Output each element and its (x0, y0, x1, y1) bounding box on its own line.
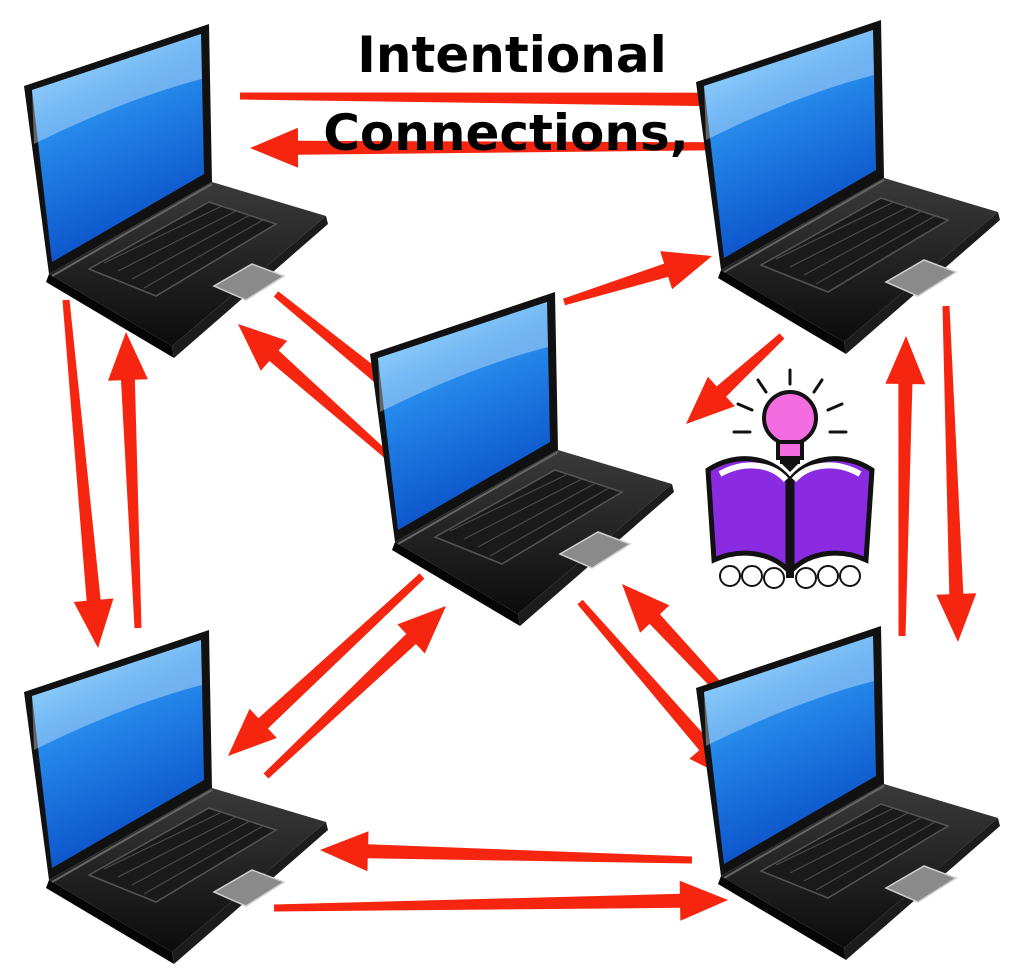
arrow-laptop-top-right-to-laptop-bottom-right (936, 305, 977, 642)
laptop-icon (369, 291, 675, 627)
arrow-laptop-top-right-to-laptop-center (686, 333, 785, 424)
title-line-1: Intentional (357, 26, 666, 84)
arrow-laptop-center-to-laptop-top-right (563, 251, 712, 306)
arrow-laptop-center-to-laptop-bottom-right (577, 599, 736, 782)
arrow-laptop-bottom-left-to-laptop-center (263, 606, 446, 779)
arrow-laptop-top-left-to-laptop-bottom-left (62, 299, 114, 648)
arrow-laptop-bottom-left-to-laptop-bottom-right (273, 880, 728, 921)
laptop-icon (23, 629, 329, 965)
arrow-laptop-top-right-to-laptop-top-left (250, 127, 792, 168)
arrow-laptop-bottom-right-to-laptop-bottom-left (320, 831, 693, 872)
laptop-icon (695, 19, 1001, 355)
arrow-laptop-bottom-right-to-laptop-top-right (885, 336, 926, 636)
arrow-laptop-center-to-laptop-top-left (238, 324, 393, 461)
book-lightbulb-icon (705, 368, 875, 589)
arrow-laptop-bottom-left-to-laptop-top-left (108, 332, 148, 629)
laptop-icon (695, 625, 1001, 961)
arrow-laptop-center-to-laptop-bottom-left (228, 573, 425, 756)
title-line-2: Connections, (323, 104, 689, 162)
arrow-laptop-top-left-to-laptop-top-right (240, 79, 798, 120)
